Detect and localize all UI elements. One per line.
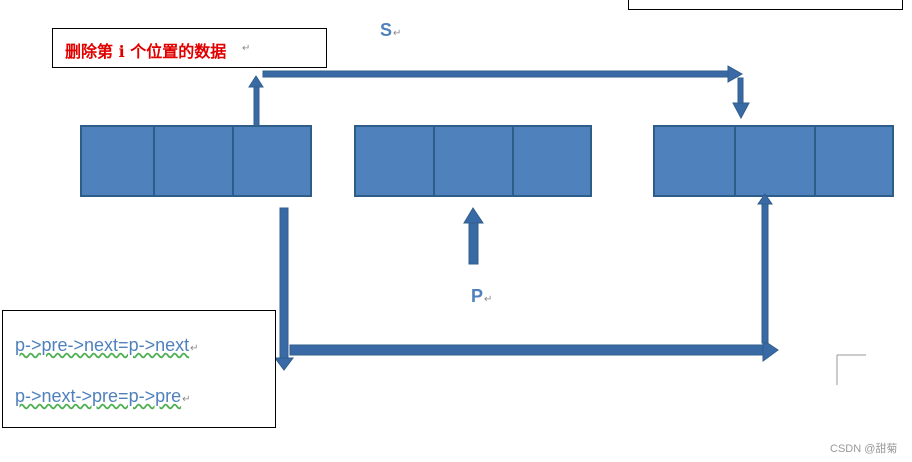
title-text: 删除第 i 个位置的数据 <box>65 42 227 61</box>
return-mark-icon: ↵ <box>182 394 191 405</box>
label-p-wrap: P↵ <box>471 286 492 307</box>
node-right <box>653 125 894 197</box>
node-right-cell-2 <box>734 125 816 197</box>
label-s: S <box>380 20 393 40</box>
node-left <box>80 125 312 197</box>
arrow-p-up <box>463 207 484 265</box>
return-mark-icon: ↵ <box>393 28 402 39</box>
arrow-down-right <box>732 77 750 120</box>
return-mark-icon: ↵ <box>242 43 251 54</box>
arrow-top-horizontal <box>262 65 744 83</box>
code-line-1: p->pre->next=p->next↵ <box>15 335 199 356</box>
code-line-1-text: p->pre->next=p->next <box>15 335 190 355</box>
arrow-up-right-long <box>757 193 773 344</box>
node-middle-cell-3 <box>512 125 592 197</box>
node-left-cell-1 <box>80 125 155 197</box>
return-mark-icon: ↵ <box>190 343 199 354</box>
top-right-frame <box>628 0 903 10</box>
arrow-down-left-long <box>274 207 294 371</box>
return-mark-icon: ↵ <box>484 294 493 305</box>
title-box: 删除第 i 个位置的数据 ↵ <box>52 28 327 68</box>
code-line-2: p->next->pre=p->pre↵ <box>15 386 191 407</box>
corner-mark <box>836 354 866 385</box>
code-box: p->pre->next=p->next↵ p->next->pre=p->pr… <box>2 310 276 428</box>
label-s-wrap: S↵ <box>380 20 401 41</box>
arrow-up-left <box>248 75 264 127</box>
watermark: CSDN @甜菊 <box>830 443 898 455</box>
node-right-cell-3 <box>814 125 894 197</box>
node-middle <box>354 125 592 197</box>
arrow-bottom-horizontal <box>289 339 779 362</box>
label-p: P <box>471 286 484 306</box>
code-line-2-text: p->next->pre=p->pre <box>15 386 182 406</box>
node-left-cell-3 <box>232 125 312 197</box>
node-right-cell-1 <box>653 125 736 197</box>
